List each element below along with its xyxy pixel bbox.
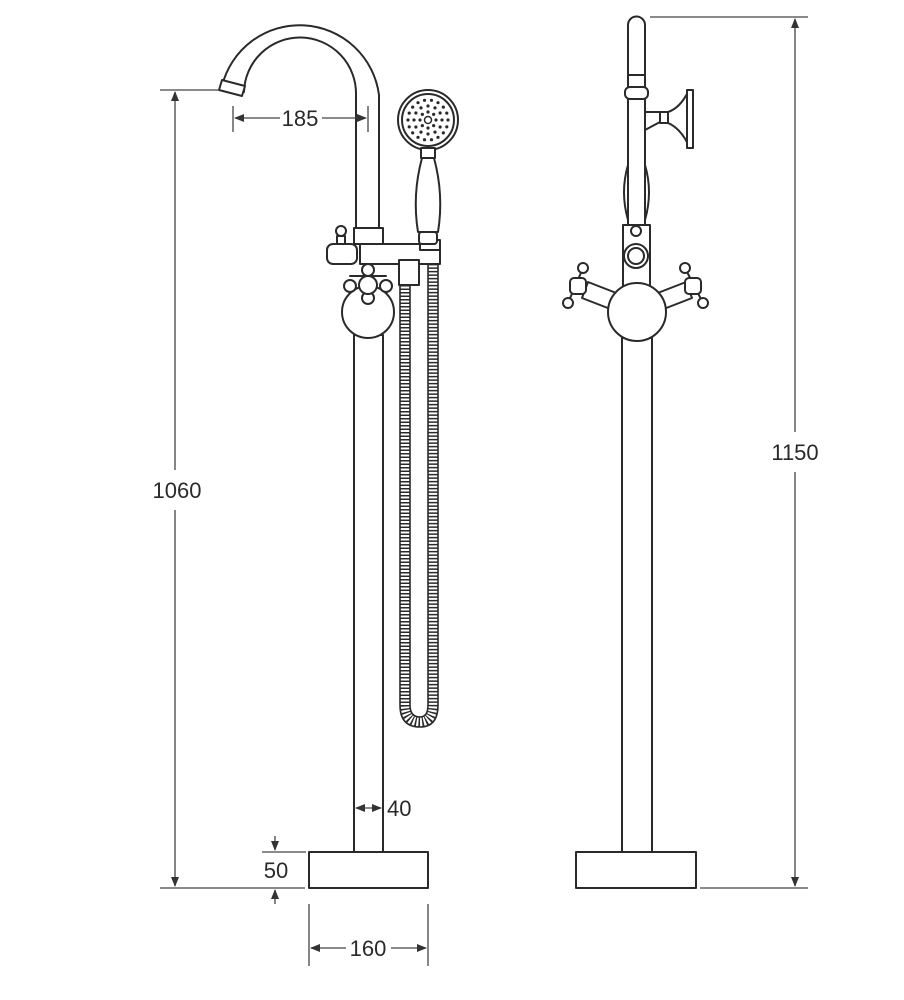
dimension-label-pipe-diameter: 40: [387, 796, 411, 821]
spray-center: [423, 115, 433, 125]
dimension-1150: 1150: [650, 16, 819, 889]
side-floor-base: [575, 851, 697, 889]
diverter-knob: [326, 225, 358, 265]
dimension-1060: 1060: [153, 89, 305, 889]
floor-base: [308, 851, 429, 889]
side-view: [562, 15, 709, 889]
side-aerator-ring: [624, 86, 649, 100]
spout-aerator: [218, 79, 246, 97]
spray-nozzle-dot: [419, 130, 423, 134]
spray-nozzle-dot: [429, 98, 434, 102]
dimension-label-base-height: 50: [264, 858, 288, 883]
hand-shower: [397, 89, 459, 245]
spray-nozzle-dot: [432, 124, 436, 128]
spray-nozzle-dot: [426, 110, 430, 114]
spray-nozzle-dot: [432, 112, 436, 116]
spray-nozzle-dot: [426, 132, 430, 136]
spray-nozzle-dot: [445, 125, 449, 129]
dimension-160: 160: [308, 904, 429, 966]
spray-nozzle-dot: [436, 101, 440, 105]
spray-nozzle-dot: [412, 118, 416, 122]
spray-nozzle-dot: [419, 106, 423, 110]
spray-nozzle-dot: [433, 106, 437, 110]
side-mixer-ball: [607, 282, 667, 342]
spray-nozzle-dot: [420, 112, 424, 116]
spray-nozzle-dot: [429, 138, 434, 142]
front-view: [218, 24, 459, 889]
shower-handle-profile: [623, 164, 650, 221]
spray-nozzle-dot: [441, 131, 445, 135]
spray-nozzle-dot: [426, 126, 430, 130]
spray-nozzle-dot: [414, 111, 418, 115]
dimension-50: 50: [262, 836, 306, 904]
spray-nozzle-dot: [441, 105, 445, 109]
spray-nozzle-dot: [436, 135, 440, 139]
spray-nozzle-dot: [406, 118, 410, 122]
spray-nozzle-dot: [433, 130, 437, 134]
spray-nozzle-dot: [422, 98, 427, 102]
cross-handle-icon: [343, 263, 393, 305]
spray-nozzle-dot: [416, 101, 420, 105]
spray-nozzle-dot: [434, 118, 438, 122]
spray-nozzle-dot: [414, 125, 418, 129]
spray-nozzle-dot: [438, 125, 442, 129]
spray-nozzle-dot: [420, 124, 424, 128]
right-cross-handle-icon: [679, 262, 709, 309]
dimension-label-spout-reach: 185: [282, 106, 319, 131]
spray-nozzle-dot: [416, 135, 420, 139]
dimension-label-base-width: 160: [350, 936, 387, 961]
spray-nozzle-dot: [446, 118, 450, 122]
spray-nozzle-dot: [440, 118, 444, 122]
riser-pipe: [353, 334, 384, 853]
spout: [218, 24, 380, 231]
spray-nozzle-dot: [422, 138, 427, 142]
side-riser-pipe: [621, 337, 653, 853]
spray-nozzle-dot: [438, 111, 442, 115]
dimension-40: 40: [355, 796, 411, 821]
spray-nozzle-dot: [407, 125, 411, 129]
spray-nozzle-dot: [418, 118, 422, 122]
hose-connector: [398, 259, 420, 286]
dimension-label-spout-height: 1060: [153, 478, 202, 503]
shower-hose: [399, 245, 439, 728]
left-cross-handle-icon: [562, 262, 589, 309]
dimension-label-total-height: 1150: [771, 440, 818, 465]
spray-nozzle-dot: [445, 111, 449, 115]
spray-nozzle-dot: [411, 131, 415, 135]
spray-nozzle-dot: [407, 111, 411, 115]
spout-collar: [353, 227, 384, 245]
dimension-185: 185: [232, 106, 369, 132]
spray-nozzle-dot: [426, 104, 430, 108]
wall-bracket: [644, 89, 694, 149]
spray-nozzle-dot: [411, 105, 415, 109]
